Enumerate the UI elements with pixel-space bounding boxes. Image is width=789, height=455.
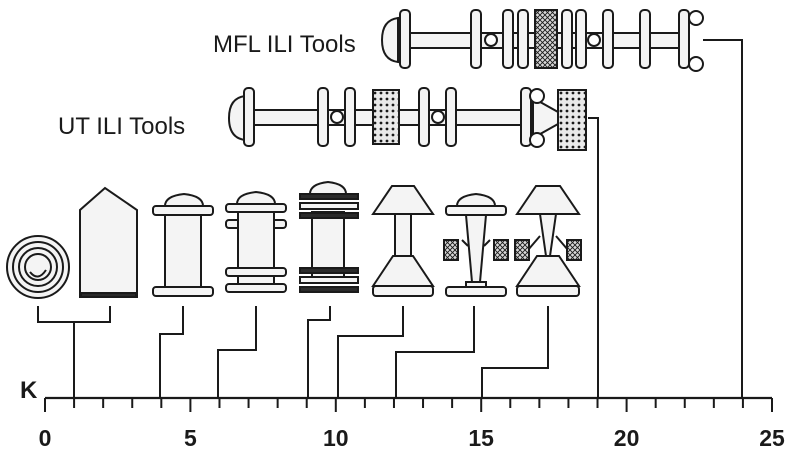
ut-nose-cup: [227, 94, 246, 142]
cone-brush-leader: [481, 306, 549, 398]
k-axis-tick-label: 0: [39, 425, 52, 451]
cone-cup-brush-pig: [514, 185, 582, 297]
ut-disc-5: [445, 87, 457, 147]
ut-sensor-section-2: [557, 89, 587, 151]
mfl-disc-3: [502, 9, 514, 69]
ut-ili-tool: [227, 87, 587, 151]
k-axis-symbol: K: [20, 377, 38, 404]
mfl-disc-5: [561, 9, 573, 69]
mfl-disc-6: [575, 9, 587, 69]
two-cup-mandrel-pig: [152, 192, 214, 297]
k-axis-tick-label: 20: [614, 425, 640, 451]
ut-joint-2: [431, 110, 445, 124]
mfl-ili-tool: [380, 9, 704, 72]
mfl-tools-label: MFL ILI Tools: [213, 31, 356, 58]
ut-sensor-section-1: [372, 89, 400, 145]
mfl-disc-2: [470, 9, 482, 69]
foam-ball-pig: [6, 235, 70, 299]
brush-pig-leader: [395, 306, 475, 398]
foam-pigs-bracket: [37, 306, 111, 323]
mfl-joint-1: [484, 33, 498, 47]
mfl-front-disc: [399, 9, 411, 69]
multi-disc-leader: [307, 306, 331, 398]
k-axis-tick-label: 10: [323, 425, 349, 451]
mfl-magnet-section: [534, 9, 558, 69]
multi-disc-mandrel-pig: [299, 180, 359, 293]
ut-tools-label: UT ILI Tools: [58, 113, 185, 140]
mfl-joint-2: [587, 33, 601, 47]
ut-disc-3: [344, 87, 356, 147]
ut-disc-6: [520, 87, 532, 147]
mfl-odometer-wheel-top: [688, 10, 704, 26]
mfl-leader-line: [703, 39, 743, 398]
cone-cup-leader: [337, 306, 404, 398]
mfl-disc-4: [517, 9, 529, 69]
foam-bullet-pig: [79, 186, 138, 298]
k-axis: 0 5 10 15 20 25: [39, 396, 785, 451]
ut-wheel-top: [529, 88, 545, 104]
ut-disc-4: [418, 87, 430, 147]
ut-front-disc: [243, 87, 255, 147]
mfl-rear-disc: [678, 9, 690, 69]
two-cup-leader: [159, 306, 184, 398]
mfl-disc-7: [602, 9, 614, 69]
cone-cup-pig: [371, 185, 435, 297]
ut-disc-2: [317, 87, 329, 147]
ut-leader-line: [588, 117, 599, 398]
mfl-disc-8: [639, 9, 651, 69]
ut-cone-carrier: [532, 96, 559, 140]
k-axis-tick-label: 5: [184, 425, 197, 451]
brush-cleaning-pig: [443, 192, 509, 297]
ut-joint-1: [330, 110, 344, 124]
mfl-nose-cup: [380, 16, 399, 64]
four-cup-leader: [217, 306, 257, 398]
k-axis-tick-label: 15: [468, 425, 494, 451]
mfl-odometer-wheel-bottom: [688, 56, 704, 72]
k-axis-tick-label: 25: [759, 425, 785, 451]
ut-wheel-bottom: [529, 132, 545, 148]
four-cup-mandrel-pig: [225, 190, 287, 293]
